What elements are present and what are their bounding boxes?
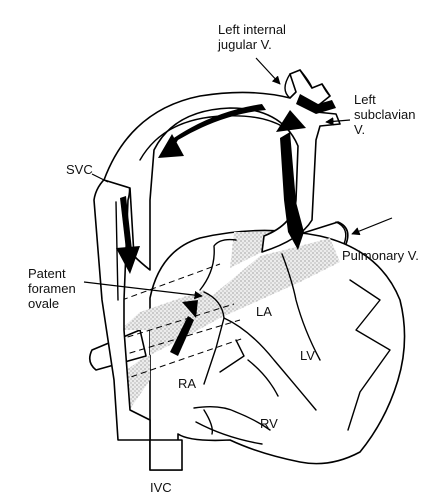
label-lv: LV	[300, 348, 315, 363]
shaded-flow-channel	[116, 232, 340, 412]
ivc-tube	[149, 439, 183, 471]
label-svc: SVC	[66, 162, 93, 177]
septum-lines	[193, 238, 391, 445]
flow-arrows	[116, 94, 336, 356]
label-pulmonary-v: Pulmonary V.	[342, 248, 419, 263]
label-rv: RV	[260, 416, 278, 431]
label-left-subclavian: Left subclavian V.	[354, 92, 416, 137]
label-left-internal-jugular: Left internal jugular V.	[218, 22, 286, 52]
label-la: LA	[256, 304, 272, 319]
label-ivc: IVC	[150, 480, 172, 495]
label-patent-foramen-ovale: Patent foramen ovale	[28, 266, 76, 311]
label-ra: RA	[178, 376, 197, 391]
vein-arch	[103, 69, 341, 271]
leader-lines	[83, 57, 393, 300]
